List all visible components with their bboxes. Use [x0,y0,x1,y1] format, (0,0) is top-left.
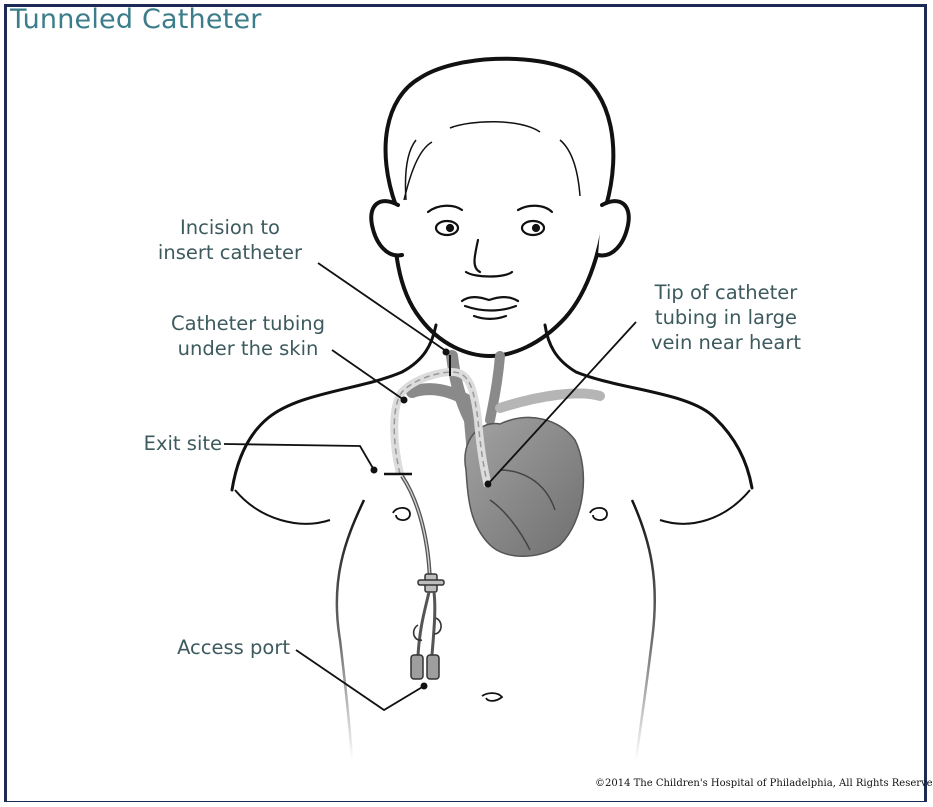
catheter-hub [418,574,444,592]
label-incision: Incision to insert catheter [150,215,310,265]
clamps [414,618,441,640]
label-tip-line2: tubing in large [636,305,816,330]
label-tubing-line1: Catheter tubing [160,311,336,336]
label-tip-line1: Tip of catheter [636,280,816,305]
label-tip: Tip of catheter tubing in large vein nea… [636,280,816,355]
label-incision-line2: insert catheter [150,240,310,265]
label-incision-line1: Incision to [150,215,310,240]
torso-left-side [337,500,364,760]
torso-right-side [632,500,655,760]
copyright-notice: ©2014 The Children's Hospital of Philade… [595,778,933,789]
label-tubing-line2: under the skin [160,336,336,361]
access-port-caps [411,655,439,679]
label-tubing: Catheter tubing under the skin [160,311,336,361]
child-head [371,59,629,356]
label-exit-site: Exit site [126,431,222,456]
label-access-port: Access port [150,635,290,660]
label-tip-line3: vein near heart [636,330,816,355]
external-catheter [402,476,430,590]
